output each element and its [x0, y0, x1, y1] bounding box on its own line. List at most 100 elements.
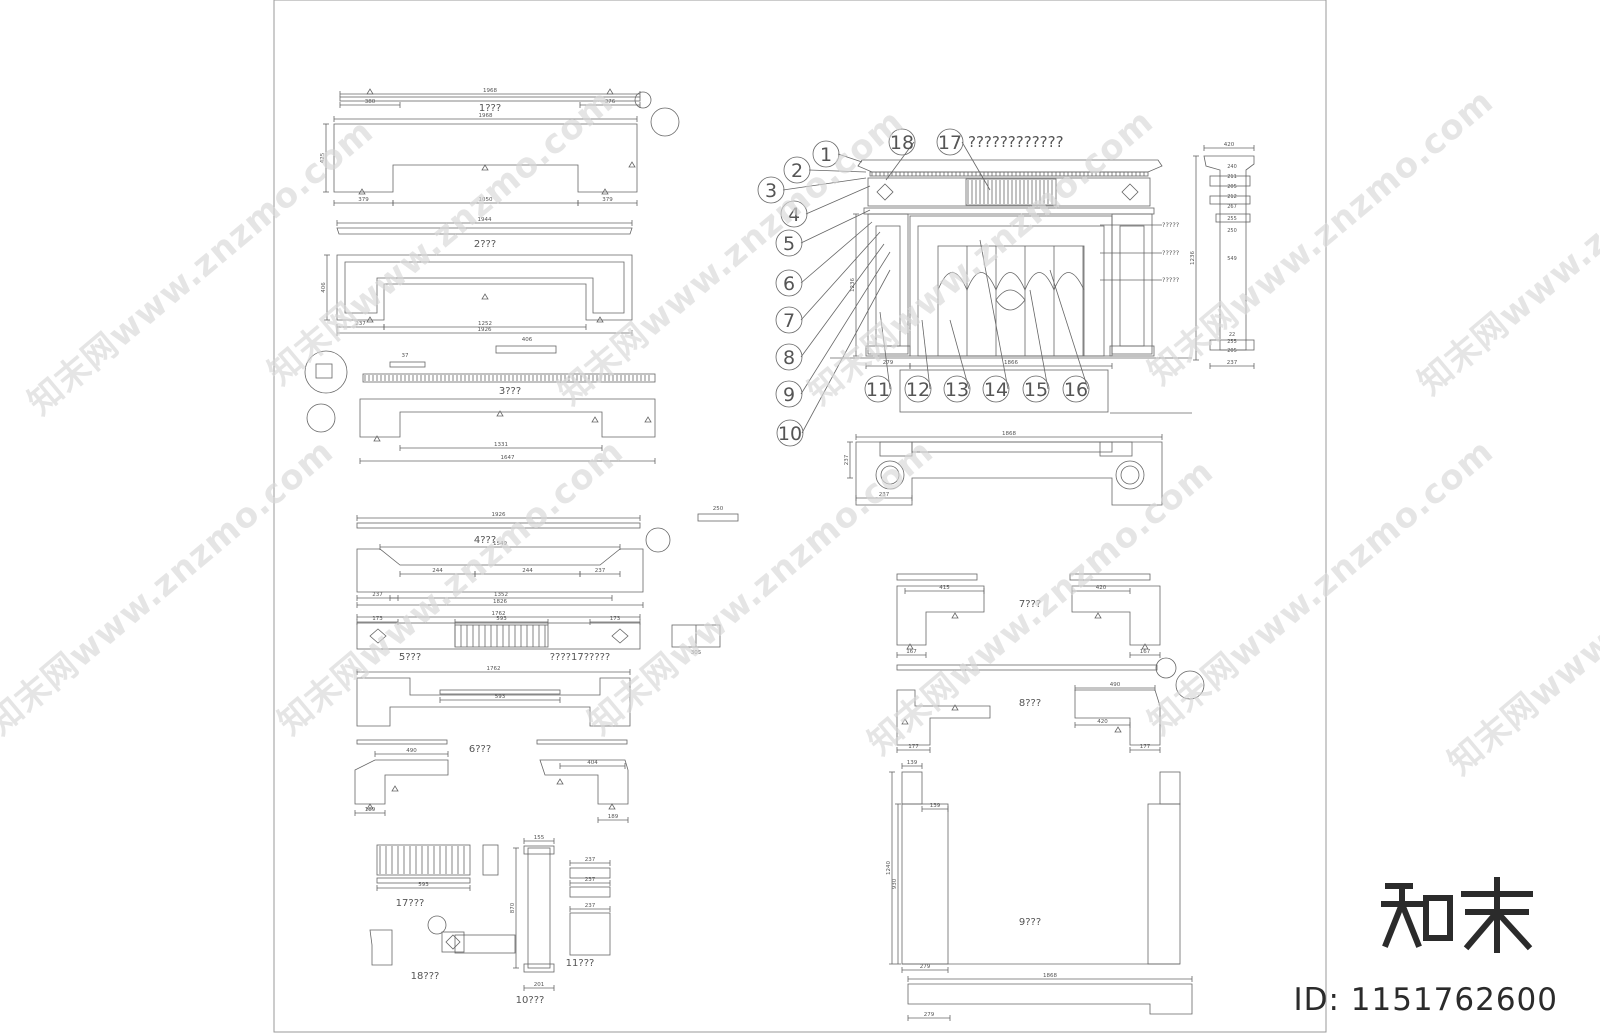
- side-dimension: 549: [1227, 256, 1237, 262]
- brand-logo-znzmo: [1381, 877, 1533, 953]
- leader-label: ?????: [1162, 221, 1179, 229]
- side-dimension: 255: [1227, 216, 1237, 222]
- dimension-label: 173: [372, 616, 383, 622]
- part18-strip: [454, 934, 516, 954]
- diamond-inlay: [369, 628, 387, 644]
- dimension-label: 305: [691, 650, 702, 656]
- part17-base: [376, 877, 471, 884]
- dimension-label: 379: [358, 197, 369, 203]
- dentil-sample: [389, 361, 426, 368]
- callout-number-3: 3: [765, 180, 777, 202]
- dimension-label: 870: [510, 902, 516, 913]
- callout-bubble: [775, 380, 803, 408]
- marker-triangle: [366, 316, 374, 323]
- part11-block: [569, 912, 611, 956]
- dimension-label: 593: [495, 694, 506, 700]
- fluted-center-panel: [965, 178, 1057, 206]
- part2-inner: [344, 261, 625, 314]
- part7-title: 7???: [1019, 599, 1041, 610]
- part8-detail-circle: [1155, 657, 1177, 679]
- callout-bubble: [757, 176, 785, 204]
- dimension-label: 1968: [483, 88, 497, 94]
- callout-number-1: 1: [820, 144, 832, 166]
- brand-id-text: ID: 1151762600: [1293, 982, 1558, 1018]
- dimension-label: 1968: [479, 113, 493, 119]
- callout-number-17: 17: [938, 132, 962, 154]
- plan-notch: [879, 441, 913, 457]
- frieze: [867, 177, 1151, 207]
- callout-leader: [782, 177, 867, 191]
- part8-strip: [896, 664, 1158, 671]
- callout-leader: [1029, 289, 1049, 390]
- part6-corner-right: [539, 759, 629, 805]
- marker-triangle: [901, 718, 909, 725]
- plan-outline: [855, 441, 1163, 506]
- part9-right-leg: [1147, 803, 1181, 965]
- part8-title: 8???: [1019, 698, 1041, 709]
- callout-bubble: [775, 343, 803, 371]
- dimension-label: 237: [372, 592, 383, 598]
- part9-title: 9???: [1019, 917, 1041, 928]
- callout-bubble: [775, 306, 803, 334]
- part18-detail-circle: [427, 915, 447, 935]
- pilaster-base: [1109, 345, 1155, 357]
- left-pilaster: [867, 213, 909, 355]
- marker-triangle: [366, 88, 374, 95]
- part1-detail-circle: [634, 91, 652, 109]
- callout-bubble: [812, 140, 840, 168]
- marker-triangle: [596, 316, 604, 323]
- callout-bubble: [783, 156, 811, 184]
- part6-base: [356, 739, 448, 745]
- plan-column-circle: [1120, 465, 1140, 485]
- callout-number-4: 4: [788, 204, 800, 226]
- dimension-label: 237: [355, 321, 366, 327]
- dimension-label: 1926: [478, 327, 492, 333]
- callout-number-9: 9: [783, 384, 795, 406]
- callout-bubble: [904, 375, 932, 403]
- callout-number-2: 2: [791, 160, 803, 182]
- part1-strip: [339, 96, 641, 102]
- dimension-label: 420: [1097, 719, 1108, 725]
- part6-corner-left: [354, 759, 449, 805]
- side-molding: [1209, 175, 1251, 187]
- part2-title: 2???: [474, 239, 496, 250]
- marker-triangle: [906, 643, 914, 650]
- dimension-label: 139: [907, 760, 918, 766]
- callout-number-13: 13: [945, 379, 969, 401]
- callout-number-16: 16: [1064, 379, 1088, 401]
- dentil-band: [869, 171, 1149, 177]
- right-pilaster-inset: [1119, 225, 1145, 347]
- part2-outline: [336, 254, 633, 321]
- dimension-label: 237: [585, 903, 596, 909]
- callout-bubble: [888, 128, 916, 156]
- part18-title: 18???: [411, 971, 440, 982]
- part7-corner-left: [896, 585, 985, 646]
- dimension-label: 376: [605, 99, 616, 105]
- side-dimension: 211: [1227, 174, 1237, 180]
- marker-triangle: [358, 188, 366, 195]
- dimension-label: 406: [321, 282, 327, 293]
- callout-leader: [879, 311, 891, 390]
- part8-detail-circle: [1175, 670, 1205, 700]
- marker-triangle: [481, 293, 489, 300]
- plan-hearth: [911, 441, 1113, 453]
- side-dimension: 205: [1227, 348, 1237, 354]
- side-dimension: 240: [1227, 164, 1237, 170]
- plan-column-circle: [880, 465, 900, 485]
- part6-title: 6???: [469, 744, 491, 755]
- detail-profile: [315, 363, 333, 379]
- marker-triangle: [1141, 643, 1149, 650]
- part5b-title: ????17?????: [550, 652, 611, 663]
- elevation-title: ????????????: [968, 133, 1064, 151]
- sheet-frame: [273, 0, 1327, 1033]
- dimension-label: 420: [1224, 142, 1235, 148]
- dimension-label: 237: [585, 857, 596, 863]
- callout-leader: [921, 319, 931, 390]
- dimension-label: 237: [879, 492, 890, 498]
- callout-leader: [805, 185, 871, 215]
- marker-triangle: [556, 778, 564, 785]
- dimension-label: 279: [883, 360, 894, 366]
- dimension-label: 244: [522, 568, 533, 574]
- dimension-label: 1240: [886, 861, 892, 875]
